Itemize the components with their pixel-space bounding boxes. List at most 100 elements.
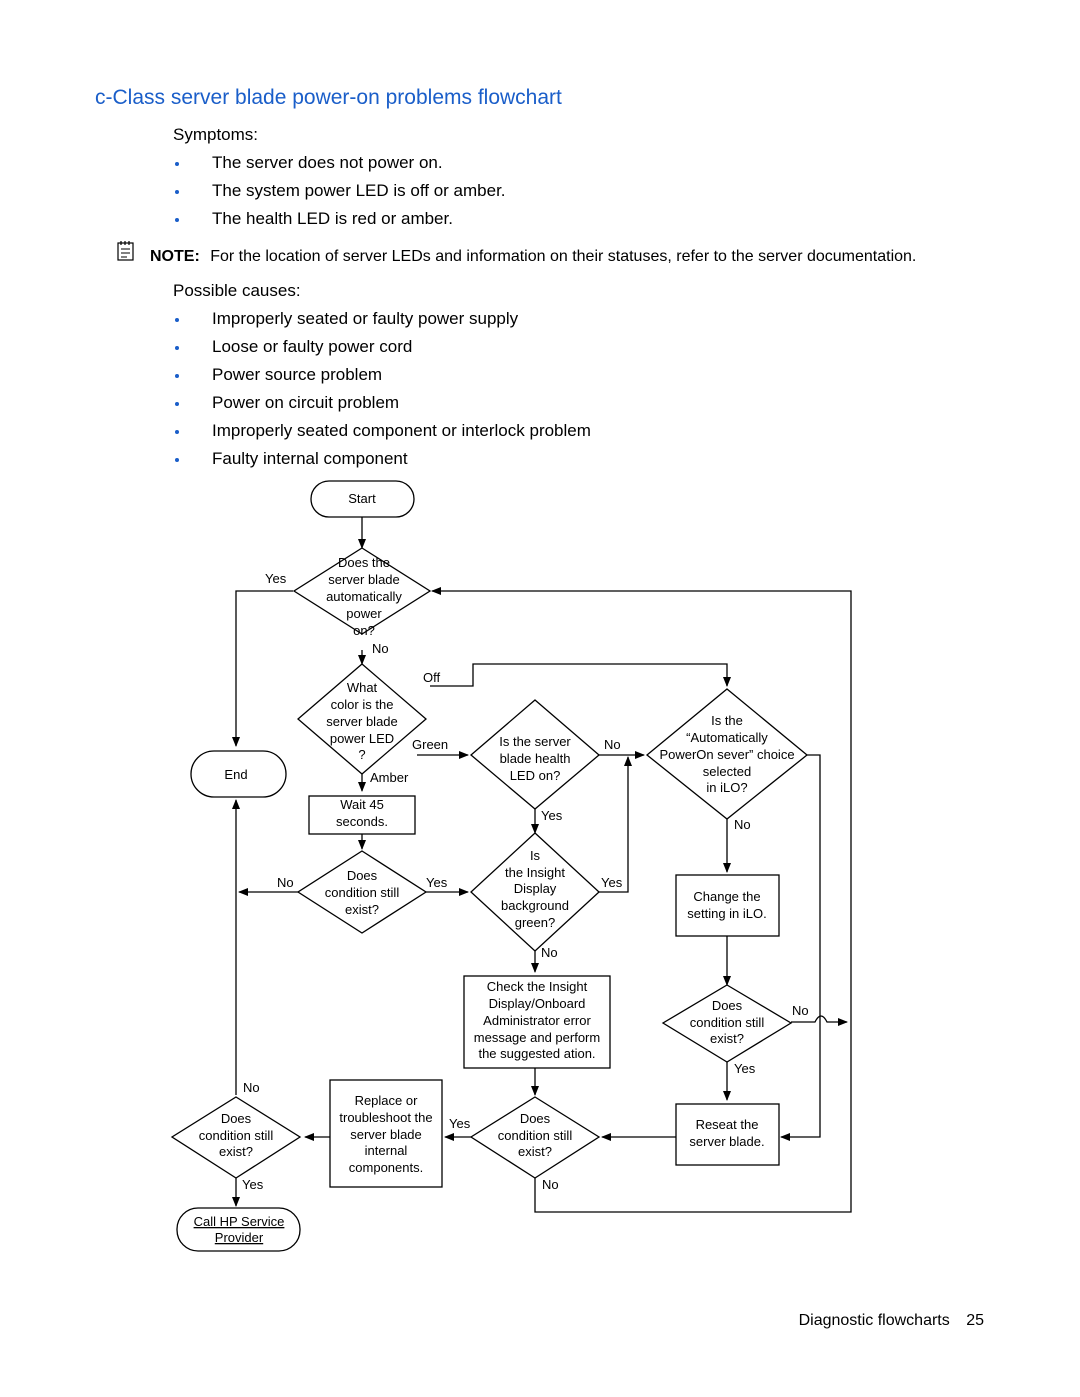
bullet-icon	[175, 374, 179, 378]
flow-text-line: Yes	[734, 1061, 756, 1076]
start-terminal	[310, 480, 415, 518]
bullet-icon	[175, 318, 179, 322]
note-icon	[117, 241, 134, 261]
flow-text-line: Yes	[601, 875, 623, 890]
end-label: End	[224, 767, 247, 782]
flow-text-line: Is	[530, 848, 541, 863]
flow-text-line: message and perform	[474, 1030, 600, 1045]
flow-text-line: What	[347, 680, 378, 695]
decision-condition-1	[296, 850, 428, 934]
cause-item: Loose or faulty power cord	[212, 337, 413, 356]
flow-text-line: Display	[514, 881, 557, 896]
flow-text-line: Yes	[426, 875, 448, 890]
flow-text-line: Yes	[541, 808, 563, 823]
flow-text-line: No	[372, 641, 389, 656]
flow-text-line: Change the	[693, 889, 760, 904]
flow-text-line: setting in iLO.	[687, 906, 767, 921]
cause-item: Power source problem	[212, 365, 383, 384]
flow-text-line: PowerOn sever” choice	[659, 747, 794, 762]
flow-text-line: selected	[703, 764, 751, 779]
decision-condition-4	[170, 1096, 302, 1179]
flow-text-line: seconds.	[336, 814, 388, 829]
flow-text-line: “Automatically	[686, 730, 768, 745]
flow-text-line: condition still	[690, 1015, 765, 1030]
flow-text-line: Check the Insight	[487, 979, 588, 994]
flow-text-line: internal	[365, 1143, 408, 1158]
page-number: 25	[966, 1312, 984, 1329]
flow-text-line: troubleshoot the	[339, 1110, 432, 1125]
cause-item: Improperly seated component or interlock…	[212, 421, 591, 440]
flow-text-line: power	[346, 606, 382, 621]
note-text: For the location of server LEDs and info…	[210, 248, 917, 265]
flow-text-line: No	[792, 1003, 809, 1018]
flow-text-line: server blade	[326, 714, 398, 729]
bullet-icon	[175, 190, 179, 194]
flow-text-line: server blade.	[689, 1134, 764, 1149]
flow-text-line: condition still	[325, 885, 400, 900]
symptom-item: The system power LED is off or amber.	[212, 181, 506, 200]
flow-text-line: Yes	[242, 1177, 264, 1192]
start-label: Start	[348, 491, 376, 506]
causes-label: Possible causes:	[173, 281, 301, 300]
flow-text-line: exist?	[710, 1031, 744, 1046]
decision-led-color	[297, 663, 427, 775]
flow-text-line: Yes	[265, 571, 287, 586]
flow-text-line: the Insight	[505, 865, 565, 880]
flow-text-line: Amber	[370, 770, 409, 785]
call-terminal	[176, 1207, 301, 1252]
flow-text-line: Does	[221, 1111, 252, 1126]
flow-text-line: on?	[353, 623, 375, 638]
flow-branch-labels: Yes No Off Green Amber No Yes No Yes Yes…	[242, 571, 809, 1192]
bullet-icon	[175, 430, 179, 434]
flow-text-line: Does	[347, 868, 378, 883]
flow-text-line: Call HP Service	[194, 1214, 285, 1229]
flow-shapes	[170, 480, 809, 1252]
flow-text-line: Display/Onboard	[489, 996, 586, 1011]
replace-box	[329, 1079, 443, 1188]
flow-text-line: server blade	[328, 572, 400, 587]
flow-text-line: Yes	[449, 1116, 471, 1131]
flow-text-line: Off	[423, 670, 440, 685]
flow-connectors	[232, 517, 852, 1213]
flow-text-line: Does	[520, 1111, 551, 1126]
footer-section: Diagnostic flowcharts	[798, 1312, 950, 1329]
end-terminal	[190, 750, 287, 798]
flow-text-line: No	[541, 945, 558, 960]
flow-text-line: condition still	[199, 1128, 274, 1143]
bullet-icon	[175, 162, 179, 166]
symptom-item: The server does not power on.	[212, 153, 443, 172]
flow-text-line: background	[501, 898, 569, 913]
decision-auto-power-on	[292, 547, 432, 635]
symptom-item: The health LED is red or amber.	[212, 209, 453, 228]
reseat-box	[675, 1103, 780, 1166]
symptoms-label: Symptoms:	[173, 125, 259, 144]
page-footer: Diagnostic flowcharts 25	[799, 1312, 984, 1330]
flow-text-line: No	[243, 1080, 260, 1095]
flow-text-line: exist?	[345, 902, 379, 917]
flow-text-line: No	[734, 817, 751, 832]
cause-item: Improperly seated or faulty power supply	[212, 309, 519, 328]
bullet-icon	[175, 218, 179, 222]
page-title: c-Class server blade power-on problems f…	[95, 86, 562, 109]
note: NOTE: For the location of server LEDs an…	[150, 248, 916, 266]
note-label: NOTE:	[150, 248, 200, 265]
cause-item: Faulty internal component	[212, 449, 408, 468]
bullet-icon	[175, 458, 179, 462]
wait-box	[308, 795, 416, 835]
flow-text-line: Green	[412, 737, 448, 752]
flow-text-line: condition still	[498, 1128, 573, 1143]
flow-text-line: Is the server	[499, 734, 571, 749]
cause-item: Power on circuit problem	[212, 393, 400, 412]
flow-text-line: Does	[712, 998, 743, 1013]
decision-insight-display	[470, 832, 600, 952]
flow-text-line: No	[277, 875, 294, 890]
decision-health-led	[469, 699, 601, 810]
flow-text-line: Administrator error	[483, 1013, 591, 1028]
flow-text-line: green?	[515, 915, 555, 930]
decision-condition-2	[661, 984, 793, 1063]
bullet-icon	[175, 402, 179, 406]
flow-text-line: Wait 45	[340, 797, 384, 812]
flow-text-line: Does the	[338, 555, 390, 570]
flow-text-line: blade health	[500, 751, 571, 766]
